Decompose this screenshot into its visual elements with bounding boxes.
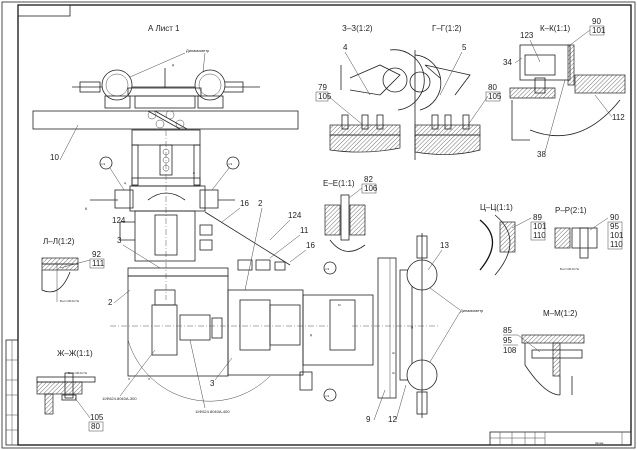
ref-p9-label: п.9 — [325, 267, 329, 271]
dynamometer-left — [101, 69, 133, 101]
section-e: Е–Е(1:1) 82 106 — [323, 175, 378, 252]
dynamometer-label-top: Динамометр — [186, 48, 210, 53]
section-k-part-38: 38 — [537, 150, 546, 159]
section-zh-title: Ж–Ж(1:1) — [57, 349, 93, 358]
part-124-label-right: 124 — [288, 211, 302, 220]
section-k-part-34: 34 — [503, 58, 512, 67]
right-dynamometer-assembly: Д Ж Ж Динамометр 13 9 12 — [352, 233, 484, 424]
part-labels-lower: 3 2 3 124 16 2 124 11 16 11Ф624.8040А-30… — [102, 199, 315, 414]
main-gear-assembly: Л Л Д М — [110, 210, 374, 402]
top-dynamometer-assembly: Д — [72, 63, 260, 109]
section-z-part-label: 4 — [343, 43, 348, 52]
section-k-callout-bottom: 101 — [592, 26, 606, 35]
section-ts-callout-1: 89 — [533, 213, 542, 222]
section-ts-callout-2: 101 — [533, 222, 547, 231]
arrow-d-top-label: Д — [172, 63, 174, 67]
arrow-zh-label-2: Ж — [392, 371, 395, 375]
section-k-title: К–К(1:1) — [540, 24, 571, 33]
drawing-number-400: 11Ф624.8040А-400 — [195, 409, 230, 414]
section-z-title: З–З(1:2) — [342, 24, 373, 33]
part-9-label: 9 — [366, 415, 371, 424]
section-g-callout-bottom: 105 — [488, 92, 502, 101]
section-e-title: Е–Е(1:1) — [323, 179, 355, 188]
section-m-callout-2: 95 — [503, 336, 512, 345]
section-ts-callout-3: 110 — [533, 231, 546, 240]
section-e-callout-top: 82 — [364, 175, 373, 184]
ref-p9-label: п.9 — [101, 162, 105, 166]
section-zh: Ж–Ж(1:1) Болт М10×7Н 105 80 — [36, 349, 104, 432]
section-l-callout-bottom: 111 — [92, 259, 105, 268]
section-k-part-123: 123 — [520, 31, 534, 40]
arrow-d-lower-label: Д — [310, 333, 312, 337]
title-block-note: Затяж — [595, 441, 603, 445]
dynamometer-right — [194, 69, 226, 101]
section-m-callout-1: 85 — [503, 326, 512, 335]
arrow-k-label: К — [85, 206, 88, 211]
arrow-d-right-label: Д — [411, 325, 413, 329]
arrow-l-label-right: Л — [148, 377, 150, 381]
section-g-callout-top: 80 — [488, 83, 497, 92]
part-13-label: 13 — [440, 241, 449, 250]
section-z-callout-top: 79 — [318, 83, 327, 92]
section-r-callout-2: 95 — [610, 222, 619, 231]
section-l-title: Л–Л(1:2) — [43, 237, 75, 246]
dynamometer-label-right: Динамометр — [460, 308, 484, 313]
drawing-number-300: 11Ф624.8040А-300 — [102, 396, 137, 401]
section-z: З–З(1:2) 4 79 105 — [315, 24, 425, 153]
arrow-m-label: М — [338, 303, 341, 307]
section-k-callout-top: 90 — [592, 17, 601, 26]
part-16-label-lower: 16 — [306, 241, 315, 250]
section-zh-dim-note: Болт М10×7Н — [68, 371, 87, 375]
section-ts-title: Ц–Ц(1:1) — [480, 203, 513, 212]
section-r-callout-4: 110 — [610, 240, 623, 249]
section-r: Р–Р(2:1) 90 95 101 110 Болт М10×7Н — [554, 206, 624, 271]
section-ts: Ц–Ц(1:1) 89 101 110 — [479, 203, 547, 276]
section-r-callout-3: 101 — [610, 231, 624, 240]
section-m: М–М(1:2) 85 95 108 — [503, 309, 585, 396]
part-12-label: 12 — [388, 415, 397, 424]
section-g-title: Г–Г(1:2) — [432, 24, 462, 33]
section-m-title: М–М(1:2) — [543, 309, 578, 318]
ref-p9-label: п.9 — [228, 162, 232, 166]
section-l-dim-note: Болт М10×7Н — [60, 299, 79, 303]
left-stamp-strip — [5, 339, 19, 446]
ref-p9-label: п.9 — [325, 394, 329, 398]
section-l-callout-top: 92 — [92, 250, 101, 259]
part-3-label-lower: 3 — [210, 379, 215, 388]
arrow-e-label: Е — [193, 171, 195, 175]
section-r-callout-1: 90 — [610, 213, 619, 222]
section-l: Л–Л(1:2) 92 111 Болт М10×7Н — [41, 237, 105, 303]
part-3-label: 3 — [117, 236, 122, 245]
section-r-dim-note: Болт М10×7Н — [560, 267, 579, 271]
part-2-label: 2 — [108, 298, 113, 307]
view-a-title: А Лист 1 — [148, 24, 180, 33]
arrow-zh-label: Ж — [392, 351, 395, 355]
section-zh-callout-top: 105 — [90, 413, 104, 422]
part-2-label-upper: 2 — [258, 199, 263, 208]
section-g: Г–Г(1:2) 5 80 105 — [409, 24, 502, 160]
section-k: К–К(1:1) 90 101 123 34 112 38 — [503, 17, 626, 159]
section-k-part-112: 112 — [612, 113, 625, 122]
arrow-ts-label: Ц — [124, 181, 127, 185]
section-r-title: Р–Р(2:1) — [555, 206, 587, 215]
beam-10 — [32, 110, 299, 130]
section-m-callout-3: 108 — [503, 346, 517, 355]
arrow-l-label-left: Л — [128, 377, 130, 381]
section-z-callout-bottom: 105 — [318, 92, 332, 101]
ref-p9-markers: п.9 п.9 п.9 п.9 — [99, 156, 337, 402]
part-16-label-upper: 16 — [240, 199, 249, 208]
section-e-callout-bottom: 106 — [364, 184, 378, 193]
part-11-label: 11 — [300, 226, 309, 235]
title-block — [489, 431, 632, 446]
part-10-label: 10 — [50, 153, 59, 162]
cross-bracket — [147, 110, 188, 130]
section-zh-callout-bottom: 80 — [91, 422, 100, 431]
part-124-label-left: 124 — [112, 216, 126, 225]
section-g-part-label: 5 — [462, 43, 467, 52]
